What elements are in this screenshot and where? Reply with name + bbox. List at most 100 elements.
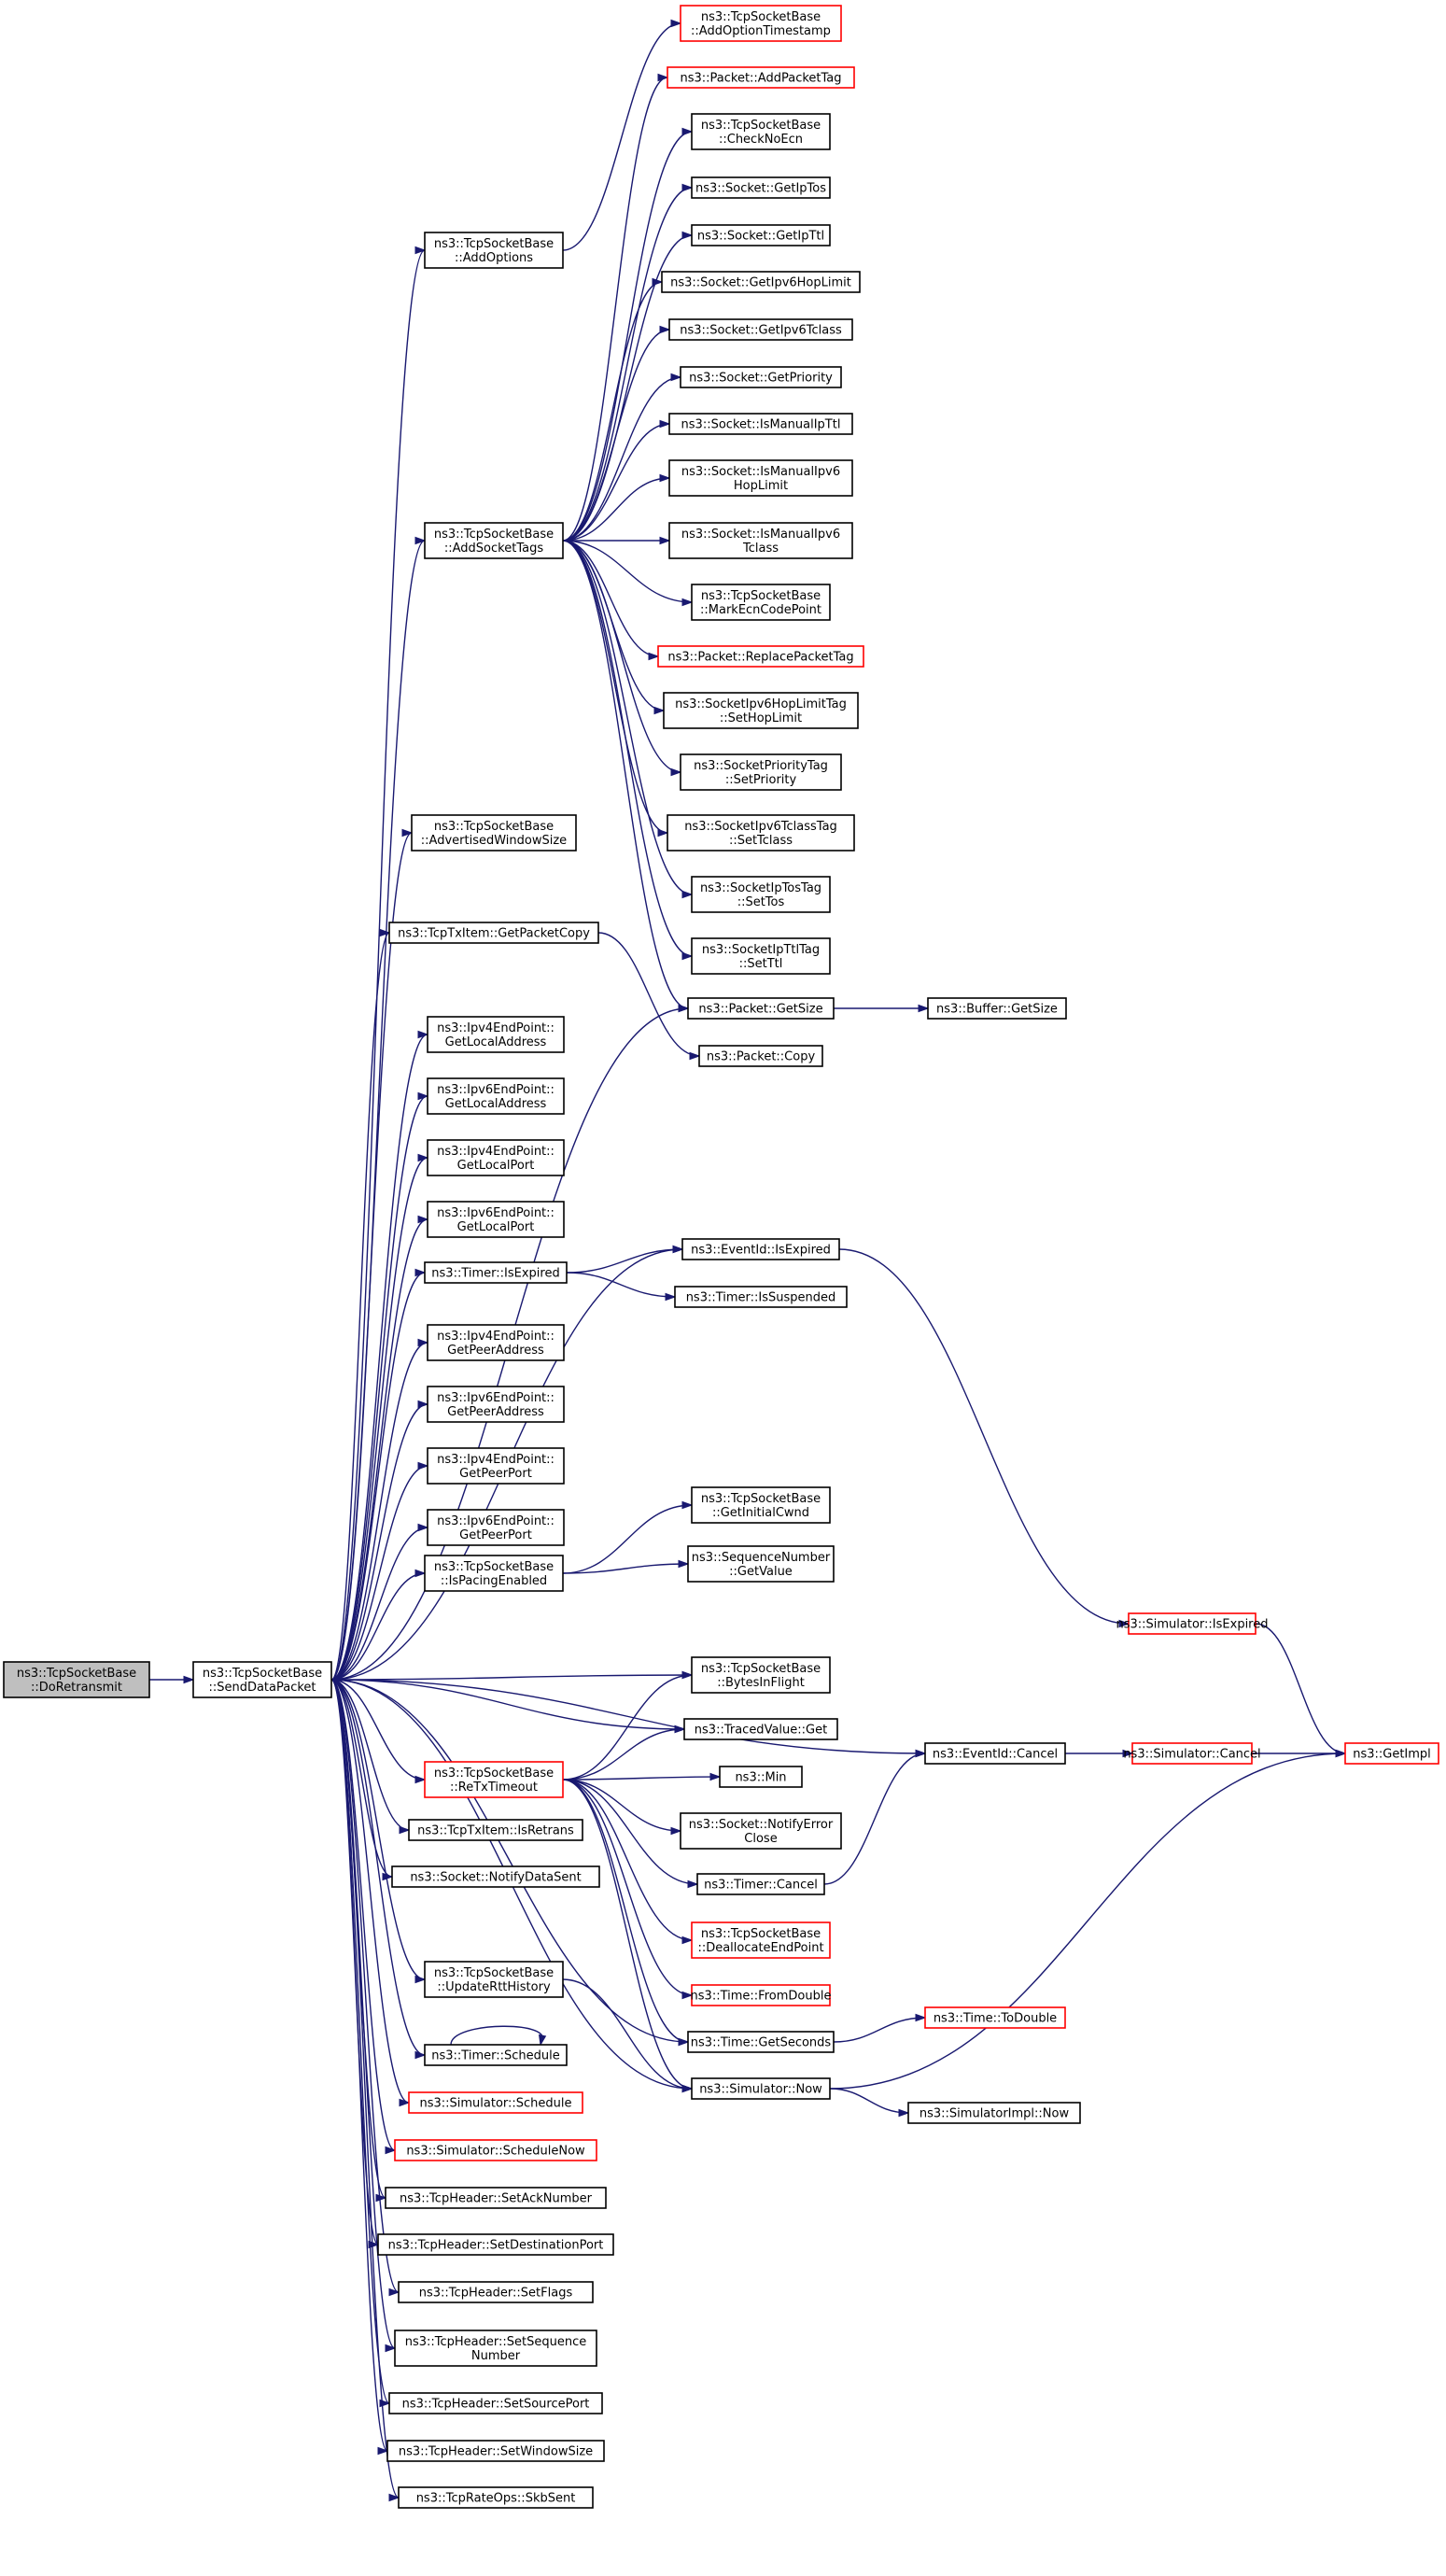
node-time-to-double[interactable]: ns3::Time::ToDouble	[924, 2006, 1066, 2029]
arrowhead-icon	[401, 828, 414, 838]
node-deallocate-end-point[interactable]: ns3::TcpSocketBase::DeallocateEndPoint	[691, 1921, 831, 1959]
node-event-id-cancel[interactable]: ns3::EventId::Cancel	[924, 1742, 1066, 1765]
edge-retx-timeout-to-deallocate-end-point	[562, 1779, 694, 1945]
node-get-ip-ttl[interactable]: ns3::Socket::GetIpTtl	[691, 224, 831, 246]
node-set-window-size[interactable]: ns3::TcpHeader::SetWindowSize	[386, 2440, 605, 2462]
node-send-data-packet[interactable]: ns3::TcpSocketBase::SendDataPacket	[192, 1661, 332, 1698]
node-get-ipv6-hop-limit[interactable]: ns3::Socket::GetIpv6HopLimit	[661, 271, 861, 293]
arrowhead-icon	[681, 127, 694, 136]
node-traced-value-get[interactable]: ns3::TracedValue::Get	[683, 1718, 838, 1740]
node-replace-packet-tag[interactable]: ns3::Packet::ReplacePacketTag	[657, 645, 864, 668]
arrowhead-icon	[678, 1004, 690, 1013]
node-box	[3, 1661, 150, 1698]
node-buffer-get-size[interactable]: ns3::Buffer::GetSize	[927, 997, 1067, 1020]
node-set-tclass[interactable]: ns3::SocketIpv6TclassTag::SetTclass	[667, 814, 855, 852]
edge-simulator-is-expired-to-get-impl	[1255, 1623, 1347, 1758]
node-is-retrans[interactable]: ns3::TcpTxItem::IsRetrans	[408, 1819, 583, 1841]
node-simulator-now[interactable]: ns3::Simulator::Now	[691, 2077, 831, 2100]
node-ipv4-get-peer-port[interactable]: ns3::Ipv4EndPoint::GetPeerPort	[427, 1447, 565, 1485]
node-is-pacing-enabled[interactable]: ns3::TcpSocketBase::IsPacingEnabled	[424, 1555, 564, 1592]
node-packet-get-size[interactable]: ns3::Packet::GetSize	[687, 997, 835, 1020]
node-ipv6-get-peer-port[interactable]: ns3::Ipv6EndPoint::GetPeerPort	[427, 1509, 565, 1546]
node-get-impl[interactable]: ns3::GetImpl	[1344, 1742, 1439, 1765]
node-bytes-in-flight[interactable]: ns3::TcpSocketBase::BytesInFlight	[691, 1656, 831, 1694]
node-get-ip-tos[interactable]: ns3::Socket::GetIpTos	[691, 176, 831, 199]
node-box	[424, 2044, 568, 2066]
node-get-packet-copy[interactable]: ns3::TcpTxItem::GetPacketCopy	[388, 922, 599, 944]
node-skb-sent[interactable]: ns3::TcpRateOps::SkbSent	[398, 2486, 594, 2509]
node-label: ns3::Simulator::Now	[699, 2083, 822, 2097]
node-label: Number	[471, 2349, 521, 2363]
node-simulator-is-expired[interactable]: ns3::Simulator::IsExpired	[1116, 1612, 1269, 1635]
node-label: ns3::Ipv6EndPoint::	[437, 1206, 555, 1220]
node-simulator-impl-now[interactable]: ns3::SimulatorImpl::Now	[907, 2102, 1081, 2124]
node-label: ::SetPriority	[725, 773, 797, 787]
edge-line	[330, 1679, 410, 2104]
arrowhead-icon	[918, 1004, 930, 1013]
node-check-no-ecn[interactable]: ns3::TcpSocketBase::CheckNoEcn	[691, 113, 831, 150]
node-is-manual-ip-ttl[interactable]: ns3::Socket::IsManualIpTtl	[668, 413, 853, 435]
edge-line	[330, 1679, 388, 2452]
arrowhead-icon	[414, 1268, 427, 1277]
node-get-priority[interactable]: ns3::Socket::GetPriority	[680, 366, 842, 388]
node-box	[388, 922, 599, 944]
node-set-tos[interactable]: ns3::SocketIpTosTag::SetTos	[691, 876, 831, 913]
node-timer-cancel[interactable]: ns3::Timer::Cancel	[696, 1873, 825, 1895]
edge-retx-timeout-to-time-from-double	[562, 1779, 694, 2000]
node-packet-copy[interactable]: ns3::Packet::Copy	[698, 1045, 823, 1067]
node-set-priority[interactable]: ns3::SocketPriorityTag::SetPriority	[680, 753, 842, 791]
node-simulator-cancel[interactable]: ns3::Simulator::Cancel	[1123, 1742, 1261, 1765]
node-sequence-number-get-value[interactable]: ns3::SequenceNumber::GetValue	[687, 1545, 835, 1583]
node-timer-is-expired[interactable]: ns3::Timer::IsExpired	[424, 1261, 568, 1284]
node-simulator-schedule[interactable]: ns3::Simulator::Schedule	[408, 2091, 583, 2114]
node-label: ns3::Socket::GetIpv6Tclass	[680, 324, 842, 338]
node-label: ns3::TcpSocketBase	[701, 1492, 821, 1506]
node-get-initial-cwnd[interactable]: ns3::TcpSocketBase::GetInitialCwnd	[691, 1486, 831, 1524]
node-do-retransmit[interactable]: ns3::TcpSocketBase::DoRetransmit	[3, 1661, 150, 1698]
node-ipv6-get-peer-address[interactable]: ns3::Ipv6EndPoint::GetPeerAddress	[427, 1386, 565, 1423]
node-set-destination-port[interactable]: ns3::TcpHeader::SetDestinationPort	[377, 2233, 614, 2256]
node-simulator-schedule-now[interactable]: ns3::Simulator::ScheduleNow	[394, 2139, 597, 2161]
node-timer-schedule[interactable]: ns3::Timer::Schedule	[424, 2044, 568, 2066]
node-mark-ecn-code-point[interactable]: ns3::TcpSocketBase::MarkEcnCodePoint	[691, 584, 831, 621]
node-ipv4-get-local-address[interactable]: ns3::Ipv4EndPoint::GetLocalAddress	[427, 1016, 565, 1053]
node-box	[691, 1486, 831, 1524]
node-ns3-min[interactable]: ns3::Min	[719, 1766, 803, 1788]
node-notify-data-sent[interactable]: ns3::Socket::NotifyDataSent	[391, 1865, 600, 1888]
node-ipv4-get-local-port[interactable]: ns3::Ipv4EndPoint::GetLocalPort	[427, 1139, 565, 1176]
node-timer-is-suspended[interactable]: ns3::Timer::IsSuspended	[674, 1286, 848, 1308]
node-time-from-double[interactable]: ns3::Time::FromDouble	[691, 1984, 832, 2006]
node-retx-timeout[interactable]: ns3::TcpSocketBase::ReTxTimeout	[424, 1761, 564, 1798]
node-event-id-is-expired[interactable]: ns3::EventId::IsExpired	[681, 1238, 840, 1260]
node-box	[668, 413, 853, 435]
node-add-socket-tags[interactable]: ns3::TcpSocketBase::AddSocketTags	[424, 522, 564, 559]
node-ipv6-get-local-address[interactable]: ns3::Ipv6EndPoint::GetLocalAddress	[427, 1077, 565, 1115]
node-set-source-port[interactable]: ns3::TcpHeader::SetSourcePort	[388, 2392, 603, 2414]
node-add-options[interactable]: ns3::TcpSocketBase::AddOptions	[424, 232, 564, 269]
edge-send-data-packet-to-skb-sent	[330, 1679, 400, 2502]
node-set-hop-limit[interactable]: ns3::SocketIpv6HopLimitTag::SetHopLimit	[663, 692, 859, 729]
node-label: ns3::TcpSocketBase	[434, 1767, 554, 1781]
node-add-packet-tag[interactable]: ns3::Packet::AddPacketTag	[667, 66, 855, 89]
edge-line	[330, 1034, 428, 1681]
node-set-flags[interactable]: ns3::TcpHeader::SetFlags	[398, 2281, 594, 2303]
node-time-get-seconds[interactable]: ns3::Time::GetSeconds	[687, 2031, 835, 2053]
node-get-ipv6-tclass[interactable]: ns3::Socket::GetIpv6Tclass	[668, 318, 853, 341]
node-set-ack-number[interactable]: ns3::TcpHeader::SetAckNumber	[385, 2187, 607, 2209]
node-ipv4-get-peer-address[interactable]: ns3::Ipv4EndPoint::GetPeerAddress	[427, 1324, 565, 1361]
node-advertised-window-size[interactable]: ns3::TcpSocketBase::AdvertisedWindowSize	[411, 814, 577, 852]
node-box	[427, 1386, 565, 1423]
node-label: ns3::Ipv4EndPoint::	[437, 1453, 555, 1467]
node-update-rtt-history[interactable]: ns3::TcpSocketBase::UpdateRttHistory	[424, 1961, 564, 1998]
node-ipv6-get-local-port[interactable]: ns3::Ipv6EndPoint::GetLocalPort	[427, 1201, 565, 1238]
edge-line	[330, 832, 413, 1681]
node-set-ttl[interactable]: ns3::SocketIpTtlTag::SetTtl	[691, 937, 831, 975]
node-add-option-timestamp[interactable]: ns3::TcpSocketBase::AddOptionTimestamp	[680, 5, 842, 42]
node-label: ns3::SocketPriorityTag	[694, 759, 828, 773]
node-box	[386, 2440, 605, 2462]
node-label: ::CheckNoEcn	[719, 133, 803, 147]
